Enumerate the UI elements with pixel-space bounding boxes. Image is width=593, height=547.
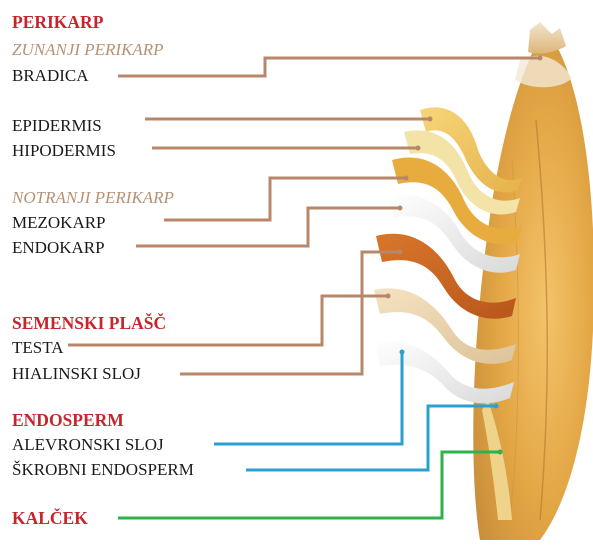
line-skrobni	[246, 406, 496, 470]
line-hialinski	[180, 252, 400, 374]
line-bradica	[118, 58, 540, 76]
grain-body	[473, 22, 593, 540]
line-alevronski	[214, 352, 402, 444]
subheading-notranji-perikarp: NOTRANJI PERIKARP	[12, 188, 174, 208]
label-alevronski-sloj: ALEVRONSKI SLOJ	[12, 435, 164, 455]
heading-kalcek: KALČEK	[12, 508, 88, 528]
heading-semenski-plasc: SEMENSKI PLAŠČ	[12, 313, 166, 333]
label-hipodermis: HIPODERMIS	[12, 141, 116, 161]
label-bradica: BRADICA	[12, 66, 89, 86]
heading-perikarp: PERIKARP	[12, 12, 103, 32]
label-skrobni-endosperm: ŠKROBNI ENDOSPERM	[12, 460, 194, 480]
label-endokarp: ENDOKARP	[12, 238, 105, 258]
label-testa: TESTA	[12, 338, 64, 358]
label-epidermis: EPIDERMIS	[12, 116, 102, 136]
label-mezokarp: MEZOKARP	[12, 213, 106, 233]
label-hialinski-sloj: HIALINSKI SLOJ	[12, 364, 141, 384]
subheading-zunanji-perikarp: ZUNANJI PERIKARP	[12, 40, 164, 60]
heading-endosperm: ENDOSPERM	[12, 410, 124, 430]
line-endokarp	[136, 208, 400, 246]
line-mezokarp	[164, 178, 406, 220]
